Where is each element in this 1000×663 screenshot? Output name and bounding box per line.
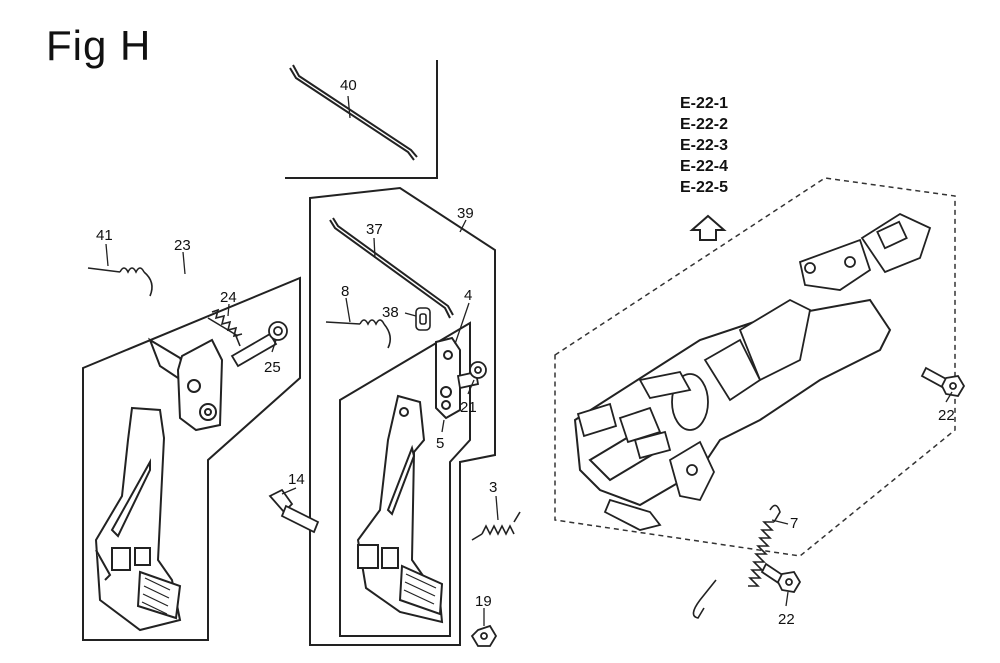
control-switch-block bbox=[576, 402, 672, 460]
callout-40: 40 bbox=[340, 77, 357, 94]
callout-4: 4 bbox=[464, 287, 472, 304]
lever-plate-4 bbox=[435, 336, 461, 420]
spring-24 bbox=[207, 308, 243, 347]
callout-8: 8 bbox=[341, 283, 349, 300]
callout-21: 21 bbox=[460, 399, 477, 416]
control-connector bbox=[860, 212, 932, 274]
callout-5: 5 bbox=[436, 435, 444, 452]
lever-39-outer-box bbox=[309, 186, 496, 646]
pedal-grip-23 bbox=[141, 577, 171, 615]
reference-code: E-22-2 bbox=[680, 116, 729, 133]
pedal-grip-39 bbox=[403, 573, 437, 605]
rod-37 bbox=[329, 217, 454, 319]
callout-38: 38 bbox=[382, 304, 399, 321]
reference-code: E-22-4 bbox=[680, 158, 729, 175]
control-assembly-box bbox=[554, 177, 956, 557]
bolt-25 bbox=[230, 321, 288, 368]
reference-code: E-22-1 bbox=[680, 95, 729, 112]
callout-39: 39 bbox=[457, 205, 474, 222]
callout-25: 25 bbox=[264, 359, 281, 376]
control-lever-cylinder bbox=[638, 338, 762, 431]
control-cable-bracket bbox=[738, 238, 872, 382]
callout-37: 37 bbox=[366, 221, 383, 238]
reference-code: E-22-3 bbox=[680, 137, 729, 154]
callout-22-lower: 22 bbox=[778, 611, 795, 628]
leader-lines bbox=[105, 95, 953, 626]
callout-23: 23 bbox=[174, 237, 191, 254]
lever-4-inner-box bbox=[339, 321, 471, 637]
callout-24: 24 bbox=[220, 289, 237, 306]
pedal-lever-39 bbox=[356, 394, 444, 624]
spring-7 bbox=[692, 504, 781, 619]
rod-40-box bbox=[285, 60, 438, 179]
control-base-plate bbox=[573, 298, 892, 507]
nut-19 bbox=[470, 624, 498, 647]
throttle-lever-23 bbox=[94, 337, 224, 632]
spring-41 bbox=[87, 267, 153, 297]
up-arrow-icon bbox=[689, 214, 727, 241]
figure-title: Fig H bbox=[46, 22, 152, 69]
reference-code: E-22-5 bbox=[680, 179, 729, 196]
bolt-22-upper bbox=[920, 366, 966, 397]
rod-40 bbox=[289, 64, 418, 161]
callout-14: 14 bbox=[288, 471, 305, 488]
clip-38 bbox=[415, 307, 431, 331]
callout-7: 7 bbox=[790, 515, 798, 532]
bolt-14 bbox=[268, 488, 320, 534]
spring-3 bbox=[471, 511, 521, 541]
bolt-21 bbox=[456, 361, 487, 390]
reference-code-list: E-22-1 E-22-2 E-22-3 E-22-4 E-22-5 bbox=[680, 93, 760, 198]
callout-19: 19 bbox=[475, 593, 492, 610]
spring-8 bbox=[325, 319, 392, 349]
bolt-22-lower bbox=[760, 562, 802, 593]
control-lower-arm bbox=[603, 440, 715, 531]
callout-22-upper: 22 bbox=[938, 407, 955, 424]
lever-23-box bbox=[82, 276, 301, 641]
callout-3: 3 bbox=[489, 479, 497, 496]
callout-41: 41 bbox=[96, 227, 113, 244]
